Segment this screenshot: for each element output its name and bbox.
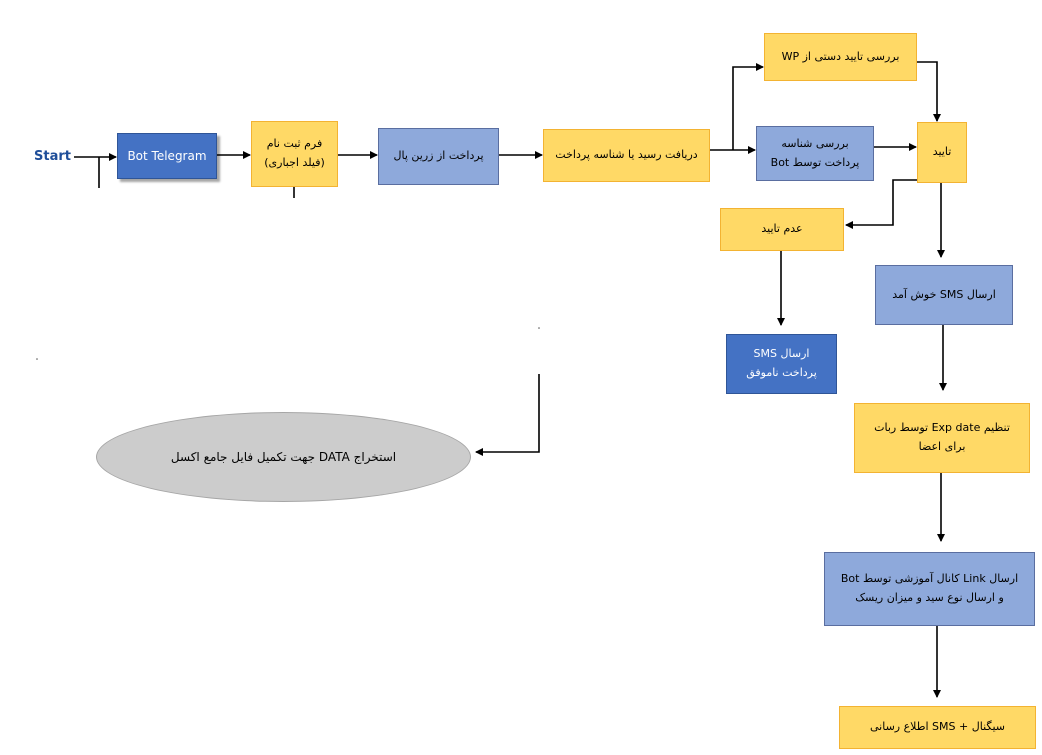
- bot-payment-check-node: بررسی شناسه پرداخت توسط Bot: [756, 126, 874, 181]
- arrow-receipt-to-wp: [732, 63, 764, 150]
- registration-form-node: فرم ثبت نام (فیلد اجباری): [251, 121, 338, 187]
- arrow-approve-to-reject: [845, 179, 917, 229]
- zarinpal-payment-node: پرداخت از زرین پال: [378, 128, 499, 185]
- arrow-to-data-extract: [475, 374, 540, 456]
- sms-welcome-node: ارسال SMS خوش آمد: [875, 265, 1013, 325]
- arrow-wp-to-approve: [917, 61, 941, 122]
- receipt-node: دریافت رسید یا شناسه پرداخت: [543, 129, 710, 182]
- approve-node: تایید: [917, 122, 967, 183]
- bot-telegram-node: Bot Telegram: [117, 133, 217, 179]
- data-extract-node: استخراج DATA جهت تکمیل فایل جامع اکسل: [96, 412, 471, 502]
- sms-failed-payment-node: ارسال SMS پرداخت ناموفق: [726, 334, 837, 394]
- reject-node: عدم تایید: [720, 208, 844, 251]
- wp-manual-check-node: بررسی تایید دستی از WP: [764, 33, 917, 81]
- signal-sms-node: سیگنال + SMS اطلاع رسانی: [839, 706, 1036, 749]
- link-send-node: ارسال Link کانال آموزشی توسط Bot و ارسال…: [824, 552, 1035, 626]
- exp-date-node: تنظیم Exp date توسط ربات برای اعضا: [854, 403, 1030, 473]
- start-label: Start: [34, 149, 71, 164]
